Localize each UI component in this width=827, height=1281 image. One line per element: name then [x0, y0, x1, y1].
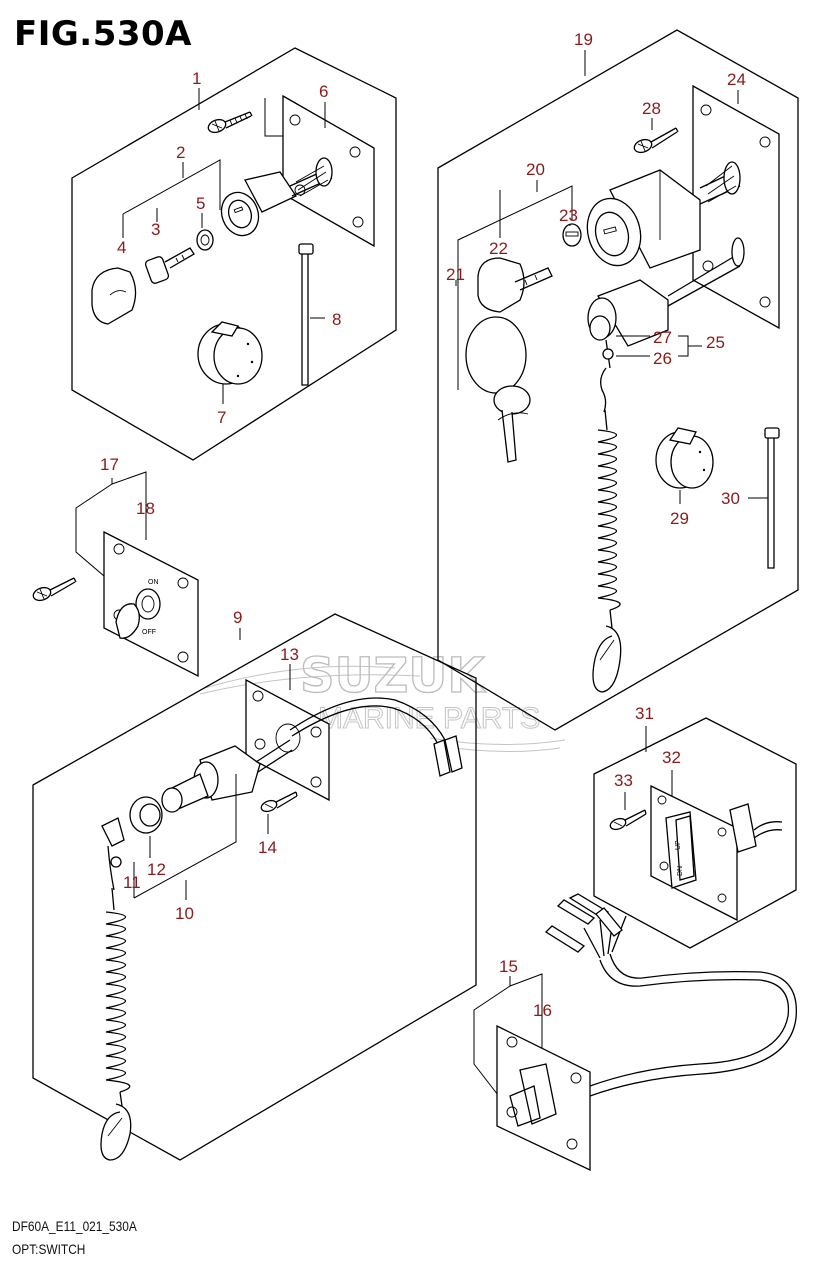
lanyard-clip — [101, 817, 125, 911]
screw — [609, 809, 647, 831]
callout-25: 25 — [706, 333, 725, 352]
callout-24: 24 — [727, 70, 746, 89]
coiled-lanyard-cord — [100, 911, 132, 1161]
callout-1: 1 — [192, 69, 201, 88]
key-switch — [586, 161, 741, 269]
rocker-switch — [665, 811, 697, 889]
switch-dn-mark: DN — [677, 866, 684, 876]
callout-7: 7 — [217, 408, 226, 427]
drawing-name: OPT:SWITCH — [12, 1241, 86, 1257]
callout-27: 27 — [653, 328, 672, 347]
callout-26: 26 — [653, 349, 672, 368]
screw — [32, 577, 77, 602]
callout-22: 22 — [489, 239, 508, 258]
screw — [260, 791, 298, 813]
group-trim-switch: UP DN — [593, 717, 797, 949]
switch-up-mark: UP — [675, 840, 682, 850]
callout-31: 31 — [635, 704, 654, 723]
cable-tie — [298, 243, 314, 386]
callout-28: 28 — [642, 99, 661, 118]
key-switch — [220, 157, 333, 237]
callout-21: 21 — [446, 265, 465, 284]
callout-18: 18 — [136, 499, 155, 518]
cap — [655, 427, 714, 489]
group-ignition-switch-2 — [437, 29, 799, 731]
callout-19: 19 — [574, 30, 593, 49]
group-toggle-switch: ON OFF — [32, 471, 199, 678]
coiled-lanyard-cord — [592, 367, 622, 693]
callout-23: 23 — [559, 206, 578, 225]
nut — [129, 796, 163, 834]
callout-2: 2 — [176, 143, 185, 162]
callout-10: 10 — [175, 904, 194, 923]
switch-off-mark: OFF — [142, 629, 156, 636]
mounting-plate — [692, 84, 780, 330]
rocker-switch — [519, 1063, 557, 1125]
callout-33: 33 — [614, 771, 633, 790]
callout-labels: 1 2 3 4 5 6 7 8 9 10 11 12 13 14 15 16 1… — [100, 30, 746, 1020]
callout-29: 29 — [670, 509, 689, 528]
group-trim-harness-switch — [473, 893, 797, 1172]
key-with-ring — [465, 257, 553, 463]
screw — [207, 111, 253, 134]
callout-20: 20 — [526, 160, 545, 179]
figure-title: FIG.530A — [14, 14, 192, 54]
toggle-lever — [115, 603, 140, 639]
key — [144, 247, 195, 284]
key-cap — [91, 267, 137, 325]
callout-30: 30 — [721, 489, 740, 508]
callout-6: 6 — [319, 82, 328, 101]
cap — [197, 321, 263, 385]
drawing-code: DF60A_E11_021_530A — [12, 1218, 137, 1234]
stop-switch — [161, 697, 463, 813]
group-box — [71, 47, 397, 461]
callout-9: 9 — [233, 608, 242, 627]
callout-32: 32 — [662, 748, 681, 767]
watermark-sub: MARINE PARTS — [318, 702, 540, 735]
group-emergency-stop-switch — [32, 613, 477, 1161]
group-box — [32, 613, 477, 1161]
callout-17: 17 — [100, 455, 119, 474]
cable-tie — [764, 427, 780, 569]
callout-4: 4 — [117, 238, 126, 257]
group-box — [593, 717, 797, 949]
callout-3: 3 — [151, 220, 160, 239]
watermark-brand: SUZUK — [300, 648, 486, 704]
callout-15: 15 — [499, 957, 518, 976]
mounting-plate — [245, 678, 330, 802]
callout-13: 13 — [280, 645, 299, 664]
lanyard-switch — [587, 237, 745, 369]
callout-5: 5 — [196, 194, 205, 213]
callout-14: 14 — [258, 838, 277, 857]
group-box — [437, 29, 799, 731]
callout-16: 16 — [533, 1001, 552, 1020]
nut — [196, 229, 214, 251]
screw — [633, 127, 679, 154]
callout-8: 8 — [332, 310, 341, 329]
nut — [562, 223, 582, 247]
group-ignition-switch-1 — [71, 47, 397, 461]
switch-on-mark: ON — [148, 579, 159, 586]
callout-12: 12 — [147, 860, 166, 879]
callout-11: 11 — [123, 873, 141, 892]
